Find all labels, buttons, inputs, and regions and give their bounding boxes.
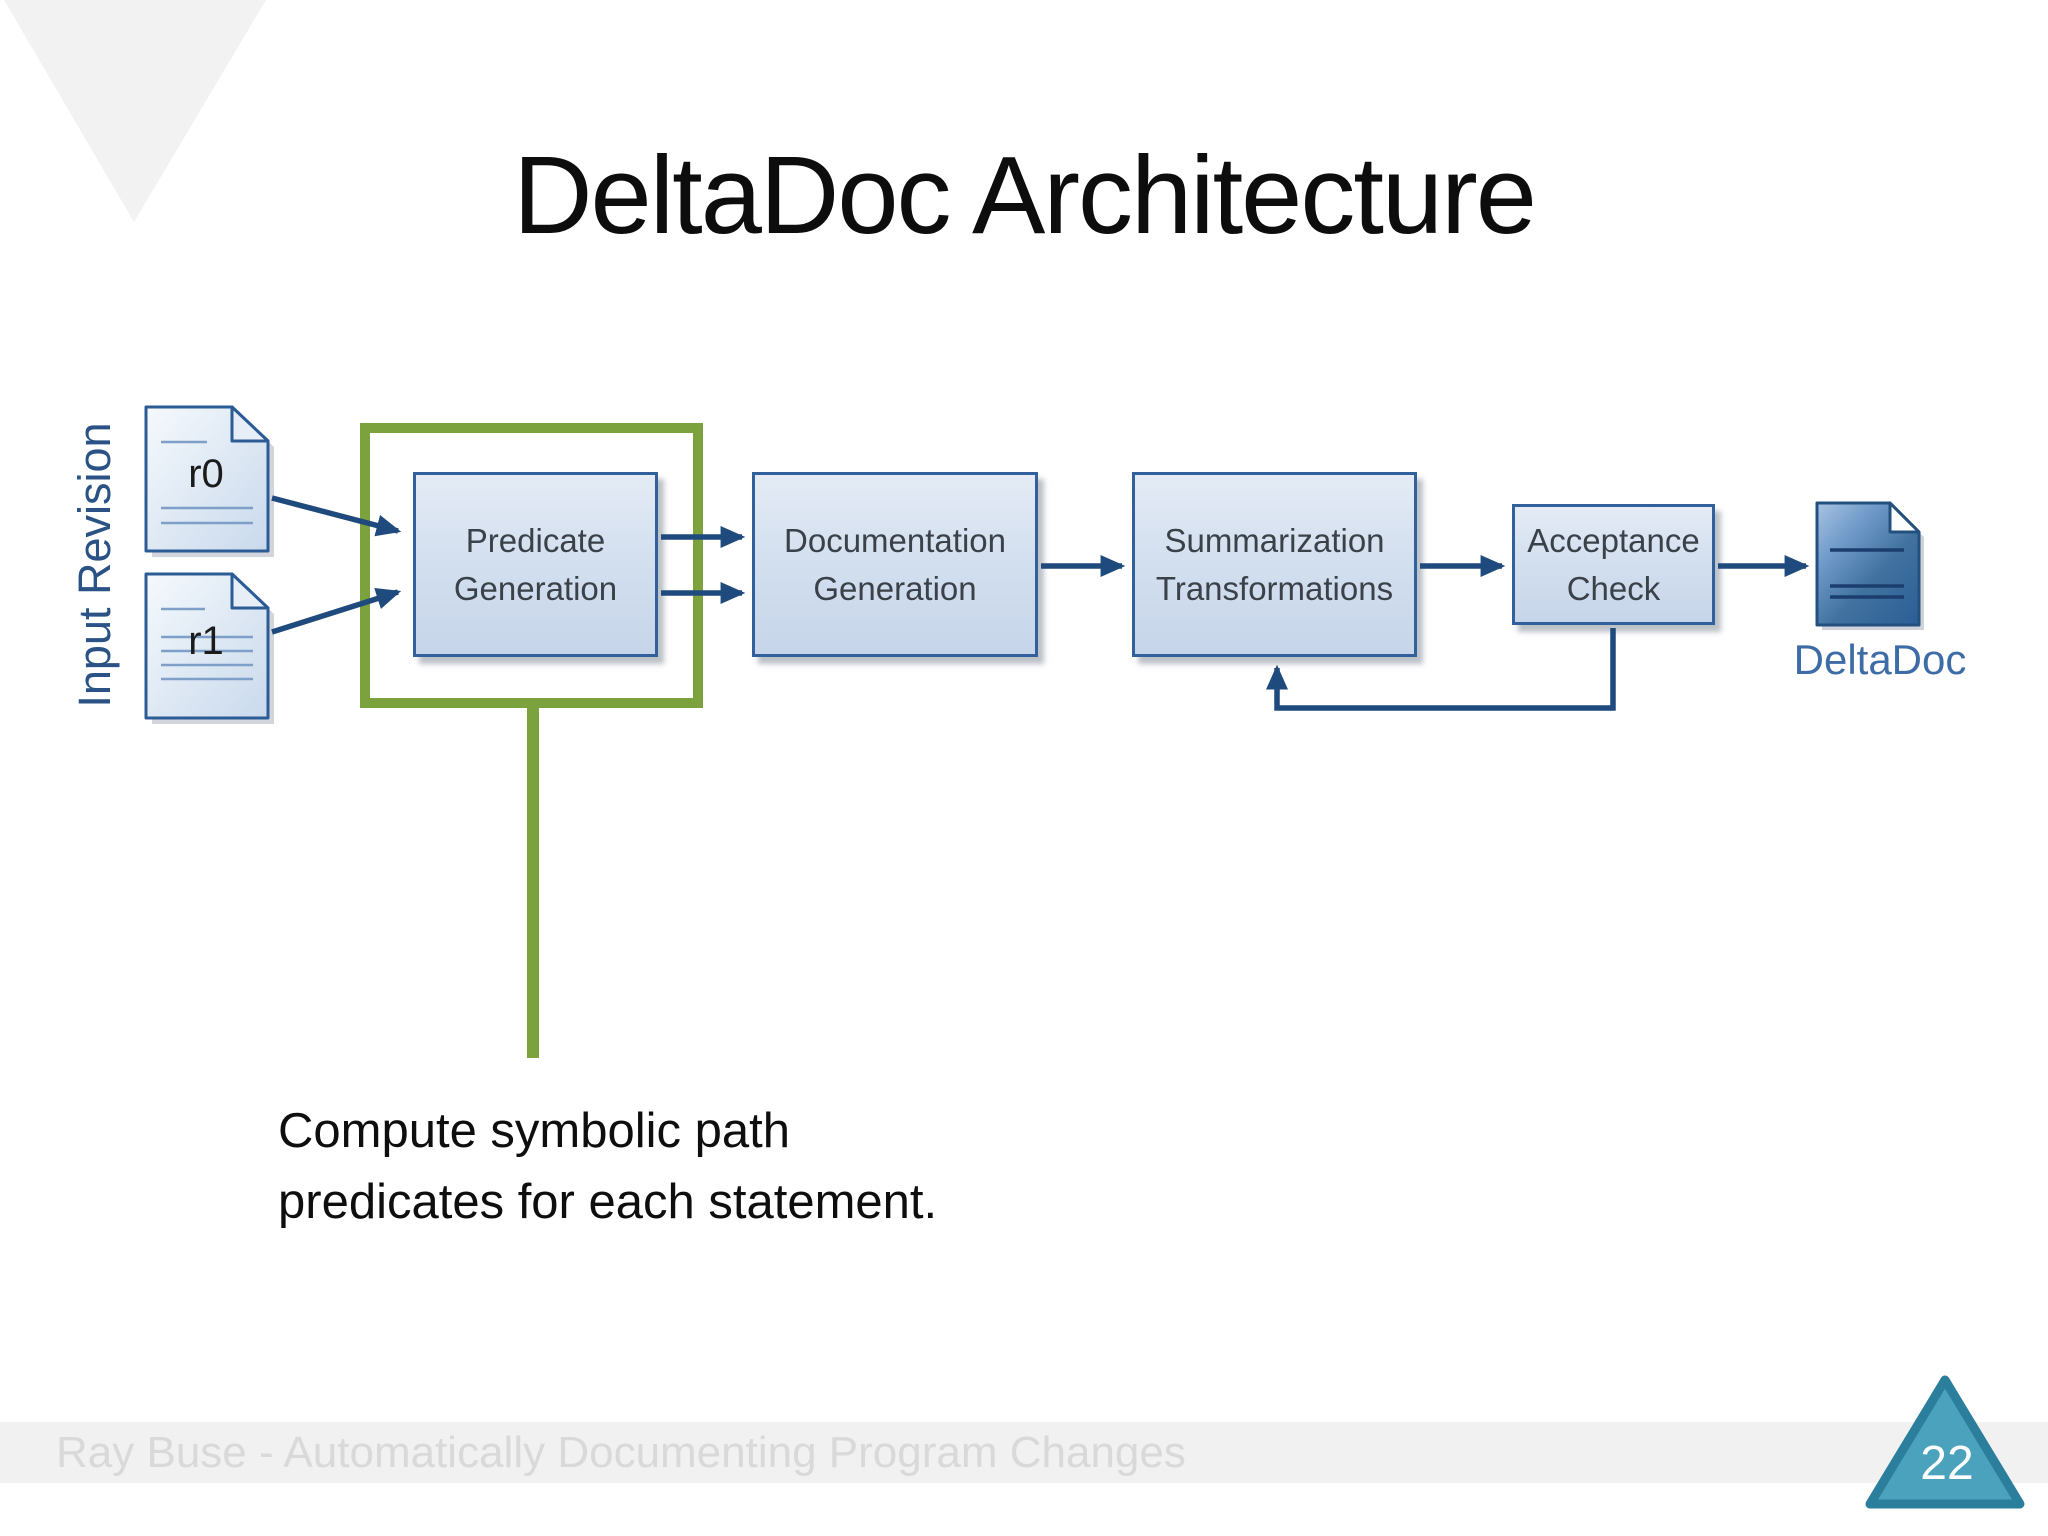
document-blue-icon (1815, 501, 1924, 630)
footer-band (0, 1422, 2048, 1483)
footer-text: Ray Buse - Automatically Documenting Pro… (56, 1428, 1186, 1477)
deltadoc-icon (1814, 500, 1924, 630)
page-title: DeltaDoc Architecture (513, 134, 1537, 257)
box-documentation-generation: Documentation Generation (752, 472, 1038, 657)
page-number-triangle (1865, 1375, 2025, 1509)
box-predicate-generation: Predicate Generation (413, 472, 658, 657)
input-revision-label: Input Revision (69, 422, 120, 708)
corner-triangle-decoration (4, 0, 266, 222)
deltadoc-label: DeltaDoc (1793, 636, 1967, 683)
annotation-text: Compute symbolic path predicates for eac… (278, 1104, 938, 1230)
document-label: r0 (188, 452, 224, 496)
page-number: 22 (1920, 1437, 1974, 1490)
page-icon (144, 405, 274, 557)
document-icon-r0: r0 (143, 404, 275, 562)
page-icon (144, 572, 274, 724)
box-acceptance-check: Acceptance Check (1512, 504, 1715, 625)
document-icon-r1: r1 (143, 571, 275, 729)
box-summarization-transformations: Summarization Transformations (1132, 472, 1417, 657)
document-label: r1 (188, 619, 224, 663)
callout-line (527, 702, 539, 1058)
